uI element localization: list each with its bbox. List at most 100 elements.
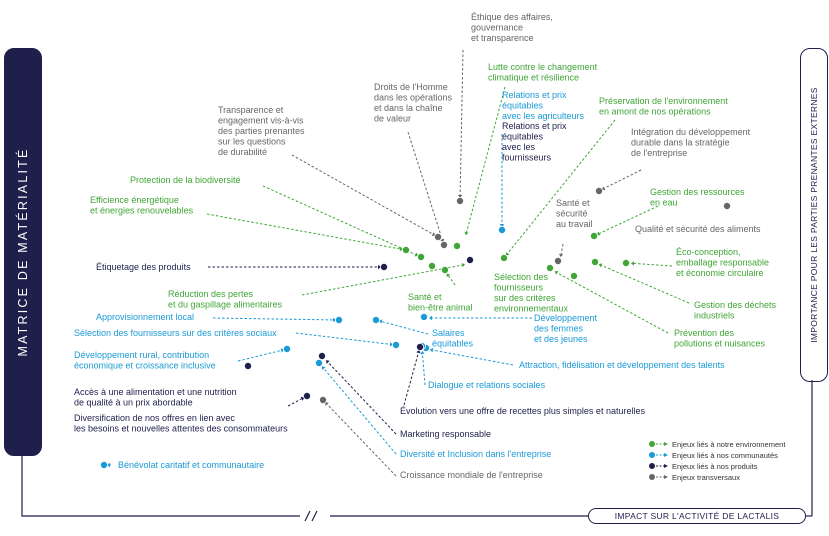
point-label: Sélection des fournisseurs sur des critè… <box>74 328 277 338</box>
leader-line <box>459 49 464 196</box>
legend-marker <box>649 452 655 458</box>
legend-label: Enjeux liés à nos communautés <box>672 451 778 460</box>
point-label: Diversité et Inclusion dans l'entreprise <box>400 449 551 459</box>
leader-arrowhead <box>598 263 603 268</box>
leader-arrowhead <box>554 270 559 275</box>
x-axis-line-left <box>21 454 300 517</box>
leader-arrowhead <box>558 253 564 258</box>
leader-arrowhead <box>461 262 466 268</box>
data-point <box>590 231 599 240</box>
point-label: Croissance mondiale de l'entreprise <box>400 470 543 480</box>
axis-lines <box>21 380 813 522</box>
data-point <box>591 257 600 266</box>
leader-line <box>287 398 302 407</box>
data-point <box>419 312 428 321</box>
leader-arrowhead <box>325 402 329 406</box>
point-label: Étiquetage des produits <box>96 262 191 272</box>
title-panel: MATRICE DE MATÉRIALITÉ <box>4 48 42 456</box>
leader-arrowhead <box>332 317 337 323</box>
data-points <box>100 186 732 469</box>
leader-line <box>421 353 426 386</box>
data-point <box>314 358 323 367</box>
legend-arrowhead <box>664 464 668 468</box>
leader-line <box>206 213 401 250</box>
data-point <box>427 261 436 270</box>
data-point <box>243 361 252 370</box>
data-point <box>723 201 732 210</box>
leader-line <box>301 264 463 296</box>
leader-line <box>448 275 456 286</box>
leader-line <box>291 154 434 235</box>
leader-arrowhead <box>326 360 330 364</box>
data-point <box>391 340 400 349</box>
leader-arrowhead <box>378 264 381 270</box>
leader-line <box>295 332 391 345</box>
leader-line <box>323 368 397 455</box>
legend-label: Enjeux transversaux <box>672 473 740 482</box>
data-point <box>465 255 474 264</box>
leader-line <box>560 243 564 255</box>
leader-line <box>212 317 334 321</box>
point-label: Marketing responsable <box>400 429 491 439</box>
axis-break-mark-1 <box>304 510 311 522</box>
leader-arrowhead <box>457 194 463 199</box>
leader-line <box>381 321 429 335</box>
data-point <box>282 344 291 353</box>
leader-line <box>262 185 416 255</box>
data-point <box>416 252 425 261</box>
data-point <box>379 262 388 271</box>
leader-arrowhead <box>107 462 110 468</box>
point-label: Évolution vers une offre de recettes plu… <box>400 406 645 416</box>
leader-arrowhead <box>505 251 510 256</box>
leader-arrowhead <box>464 231 469 236</box>
x-axis-label: IMPACT SUR L'ACTIVITÉ DE LACTALIS <box>588 508 806 524</box>
leader-line <box>407 131 443 240</box>
data-point <box>497 225 506 234</box>
leader-arrowhead <box>630 261 635 266</box>
leader-arrowhead <box>429 347 434 353</box>
point-label: Approvisionnement local <box>96 312 194 322</box>
data-point <box>371 315 380 324</box>
leader-arrowhead <box>321 366 326 371</box>
leader-arrowhead <box>420 350 425 355</box>
point-label: Attraction, fidélisation et développemen… <box>519 360 725 370</box>
legend-marker <box>649 474 655 480</box>
data-point <box>415 342 424 351</box>
legend-arrowhead <box>664 453 668 457</box>
leader-line <box>601 264 690 304</box>
data-point <box>455 196 464 205</box>
leader-line <box>633 262 673 267</box>
leader-arrowhead <box>389 342 394 347</box>
data-point <box>302 391 311 400</box>
leader-line <box>432 349 514 366</box>
data-point <box>546 263 555 272</box>
leader-arrowhead <box>300 396 305 401</box>
legend-marker <box>649 441 655 447</box>
data-point <box>622 258 631 267</box>
data-point <box>439 240 448 249</box>
leader-line <box>237 349 282 362</box>
leader-lines <box>107 49 690 477</box>
data-point <box>570 271 579 280</box>
leader-line <box>466 86 506 233</box>
data-point <box>452 241 461 250</box>
data-point <box>595 186 604 195</box>
data-point <box>440 265 449 274</box>
